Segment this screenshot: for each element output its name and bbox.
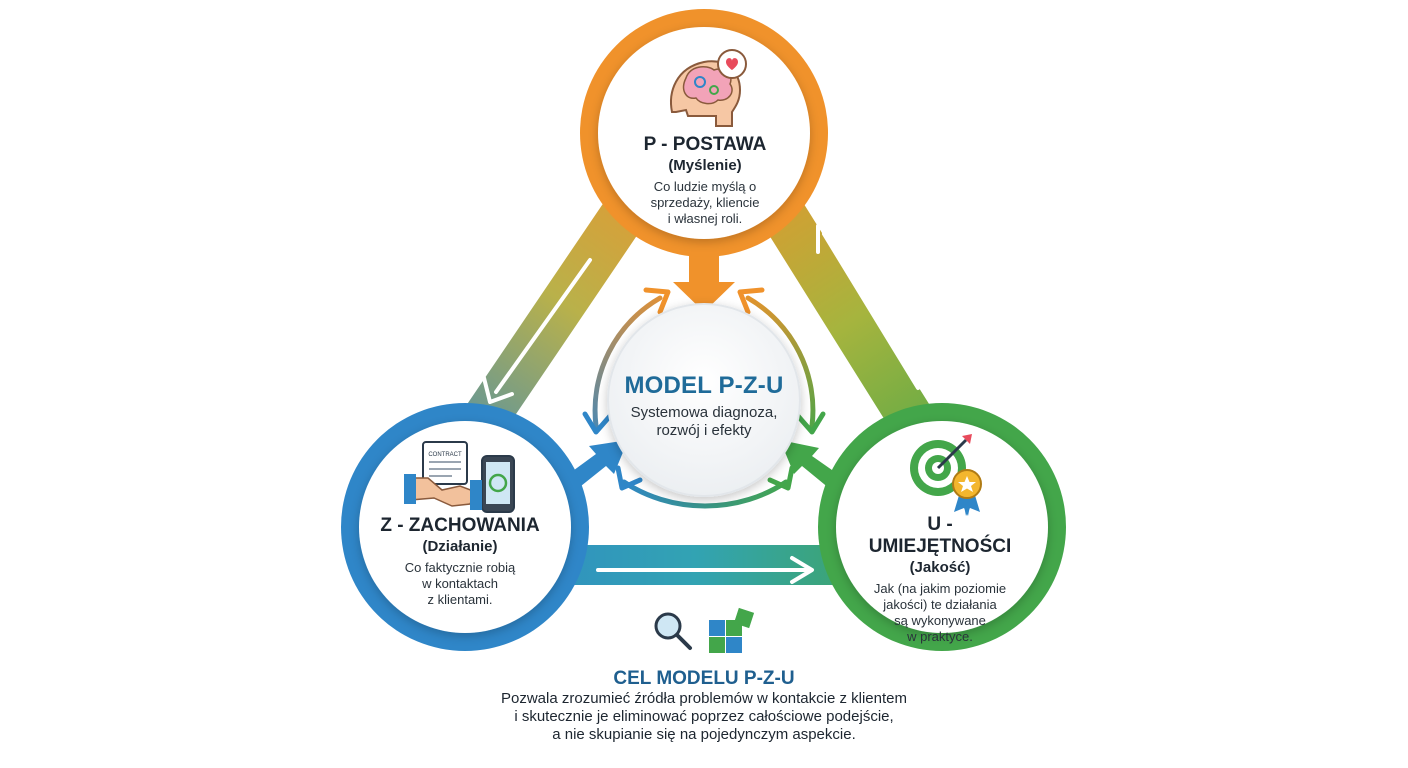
node-desc-line: Jak (na jakim poziomie [873, 581, 1007, 596]
node-p-circle [580, 9, 828, 257]
node-desc-line: w praktyce. [907, 629, 973, 644]
node-umiejetnosci: U - UMIEJĘTNOŚCI (Jakość) Jak (na jakim … [855, 514, 1025, 645]
cycle-arc-bottom-head-left [615, 465, 643, 491]
cycle-arc-bottom-head-right [767, 465, 795, 491]
handshake-contract-phone-icon: CONTRACT [404, 441, 515, 513]
center-cycle-arrows [582, 287, 826, 509]
cycle-arc-left-head [643, 287, 671, 315]
center-disc [607, 303, 801, 497]
node-desc-line: jakości) te działania [883, 597, 997, 612]
flow-arrow-bottom-head [790, 556, 814, 584]
node-title: Z - ZACHOWANIA [380, 515, 540, 536]
center-desc-line: rozwój i efekty [656, 422, 752, 439]
node-title: P - POSTAWA [643, 134, 767, 155]
center-desc: Systemowa diagnoza, rozwój i efekty [604, 404, 804, 440]
flow-arrow-left-head [482, 376, 514, 404]
cycle-arc-right [745, 295, 816, 429]
pointer-from-p [673, 244, 735, 312]
node-desc-line: z klientami. [427, 592, 493, 607]
node-subtitle: (Działanie) [422, 538, 498, 555]
node-zachowania: Z - ZACHOWANIA (Działanie) Co faktycznie… [370, 515, 550, 608]
goal-line: Pozwala zrozumieć źródła problemów w kon… [501, 690, 907, 707]
node-desc-line: sprzedaży, kliencie [650, 195, 760, 210]
node-desc-line: i własnej roli. [667, 211, 743, 226]
node-desc-line: Co faktycznie robią [404, 560, 516, 575]
node-subtitle: (Jakość) [909, 559, 971, 576]
node-u-circle [818, 403, 1066, 651]
node-desc: Co ludzie myślą o sprzedaży, kliencie i … [651, 179, 760, 227]
node-desc-line: są wykonywane [894, 613, 986, 628]
goal-line: a nie skupianie się na pojedynczym aspek… [552, 726, 856, 743]
node-subtitle: (Myślenie) [668, 157, 742, 174]
goal-line: i skutecznie je eliminować poprzez całoś… [514, 708, 894, 725]
node-title: U - UMIEJĘTNOŚCI [868, 514, 1012, 557]
center-desc-line: Systemowa diagnoza, [630, 404, 778, 421]
cycle-arc-bottom [621, 479, 789, 509]
brain-heart-icon [670, 49, 747, 127]
cycle-arc-right-head [737, 287, 765, 315]
cycle-arc-left [592, 295, 663, 429]
magnifier-puzzle-icon [654, 607, 755, 653]
flow-arrow-right-head [816, 224, 840, 254]
flow-arrow-right [822, 232, 920, 390]
contract-label: CONTRACT [428, 452, 462, 458]
flow-arrow-left [494, 258, 592, 394]
cycle-arc-left-tail [582, 411, 613, 435]
center-label: MODEL P-Z-U Systemowa diagnoza, rozwój i… [604, 372, 804, 440]
center-title: MODEL P-Z-U [624, 372, 784, 399]
model-goal: CEL MODELU P-Z-U Pozwala zrozumieć źródł… [404, 668, 1004, 744]
node-desc: Co faktycznie robią w kontaktach z klien… [405, 560, 516, 608]
target-award-icon [910, 434, 982, 516]
node-desc-line: w kontaktach [422, 576, 498, 591]
node-desc: Jak (na jakim poziomie jakości) te dział… [874, 581, 1006, 645]
node-postawa: P - POSTAWA (Myślenie) Co ludzie myślą o… [620, 134, 790, 227]
node-desc-line: Co ludzie myślą o [653, 179, 757, 194]
goal-title: CEL MODELU P-Z-U [613, 668, 795, 689]
cycle-arc-right-tail [795, 411, 826, 435]
